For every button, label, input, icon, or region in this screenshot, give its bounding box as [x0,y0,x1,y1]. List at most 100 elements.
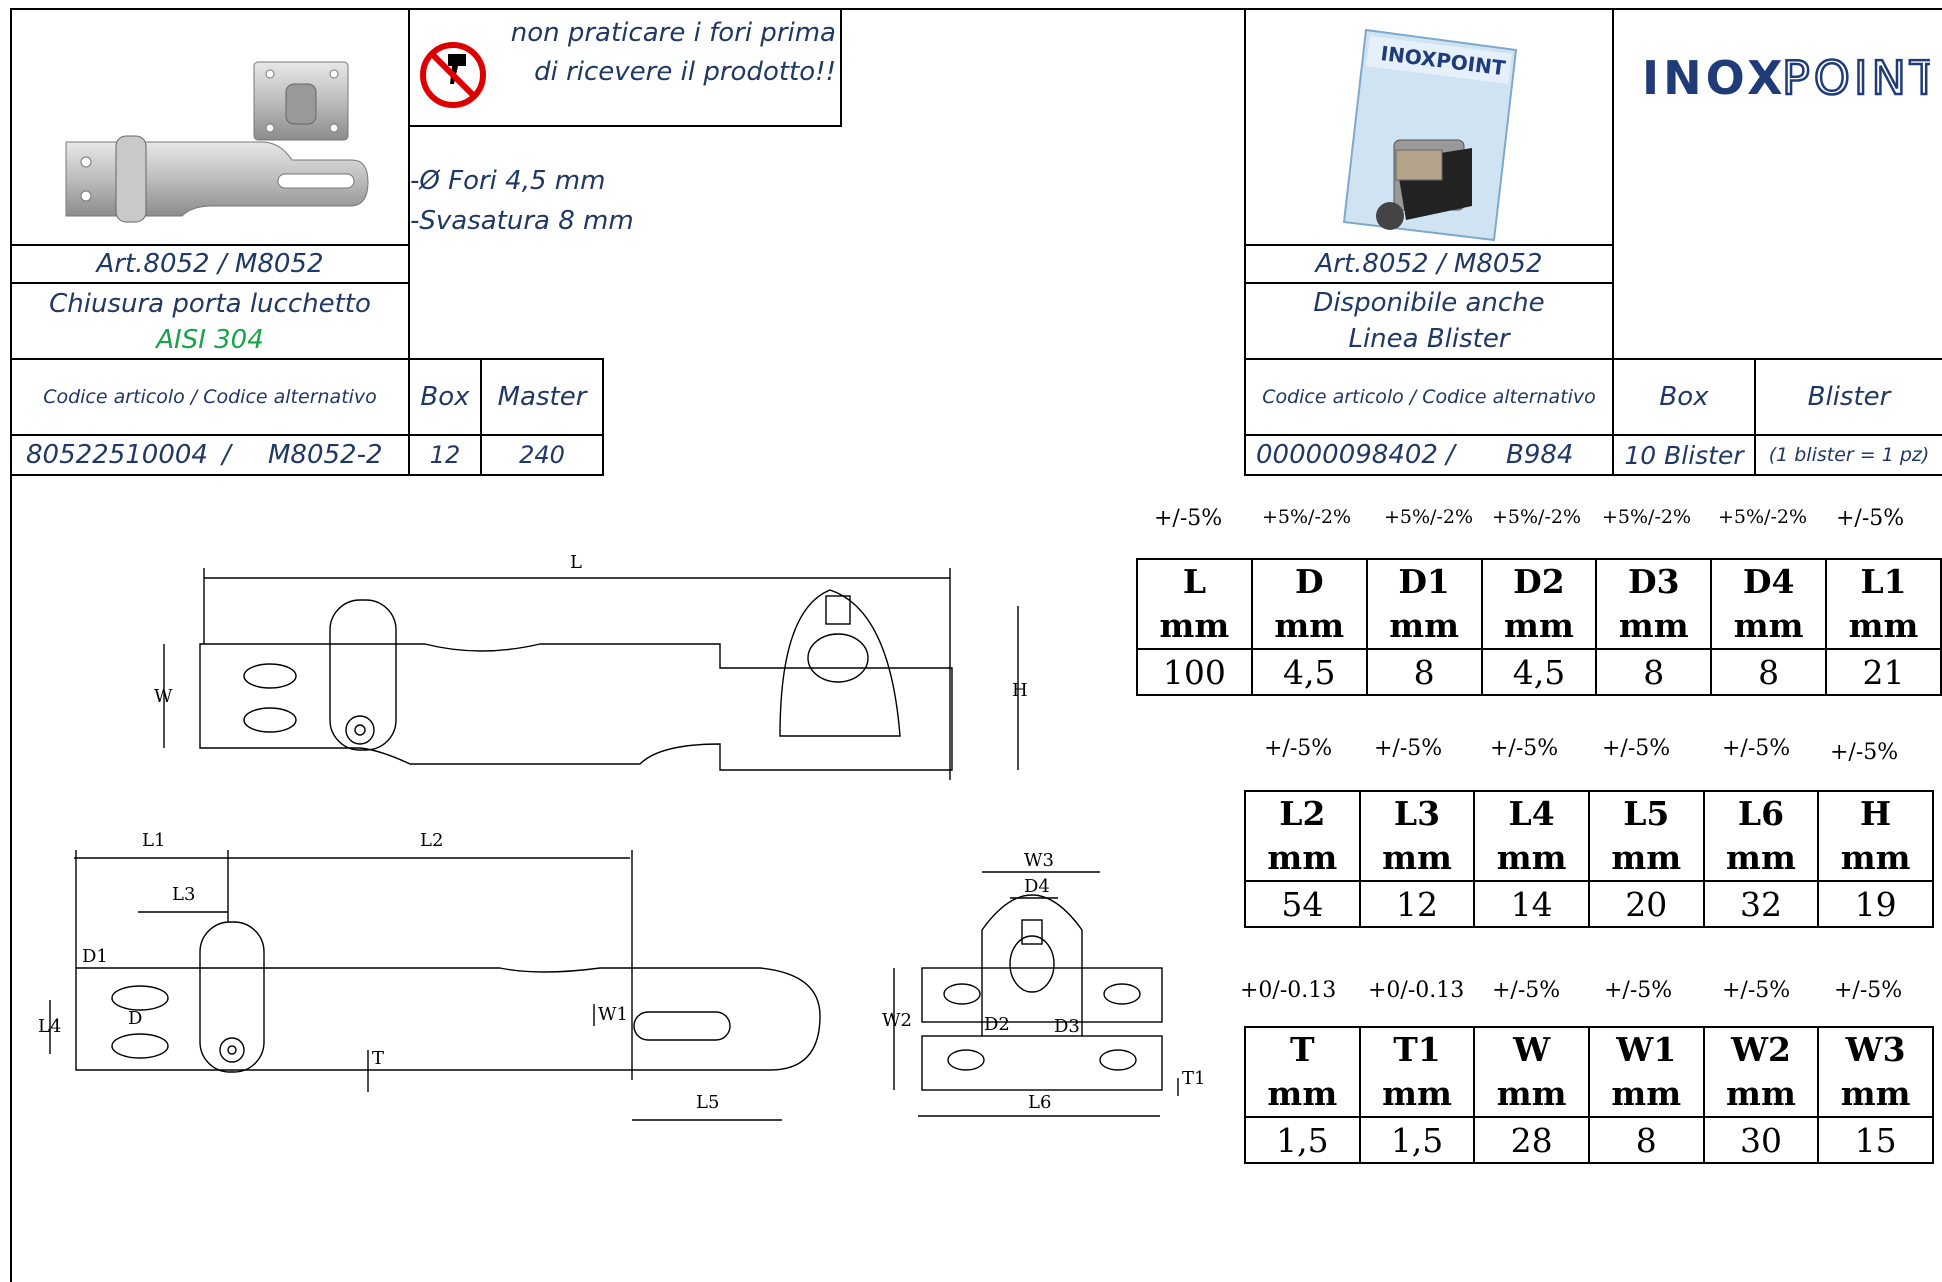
table-value-cell: 20 [1587,880,1705,928]
dim-label-W: W [154,686,173,707]
spec-countersink: -Svasatura 8 mm [410,206,634,236]
article-code-right: 00000098402 [1256,440,1438,470]
tolerance: +/-5% [1492,978,1561,1003]
article-number-right: Art.8052 / M8052 [1244,244,1614,284]
svg-text:POINT: POINT [1782,51,1930,105]
dim-label-L1: L1 [142,830,165,851]
dim-label-T1: T1 [1182,1068,1205,1089]
material-grade: AISI 304 [156,325,264,355]
tolerance: +/-5% [1830,740,1899,765]
box-header-left: Box [408,358,482,436]
tolerance: +5%/-2% [1602,506,1692,528]
dim-label-L5: L5 [696,1092,719,1113]
dim-label-D: D [128,1008,142,1029]
staple-view-drawing [893,871,1179,1117]
no-drill-icon [420,42,486,108]
table-value-cell: 28 [1473,1116,1590,1164]
tolerance: +/-5% [1154,506,1223,531]
spec-hole-diameter: -Ø Fori 4,5 mm [410,166,606,196]
blister-value: (1 blister = 1 pz) [1754,434,1942,476]
table-value-cell: 54 [1244,880,1361,928]
sheet-frame [10,8,1942,1282]
description-right: Disponibile anche Linea Blister [1244,282,1614,360]
master-value: 240 [480,434,604,476]
dim-label-L3: L3 [172,884,195,905]
table-value-cell: 8 [1365,648,1483,696]
table-value-cell: 1,5 [1244,1116,1361,1164]
table-value-cell: 8 [1595,648,1713,696]
warning-text: non praticare i fori prima di ricevere i… [510,18,836,87]
tolerance: +5%/-2% [1718,506,1808,528]
tolerance: +/-5% [1602,736,1671,761]
tolerance: +/-5% [1834,978,1903,1003]
brand-cell [1612,8,1942,360]
blister-header: Blister [1754,358,1942,436]
brand-logo: INOX POINT [1640,48,1939,108]
dim-label-D3: D3 [1054,1016,1080,1037]
tolerance: +/-5% [1490,736,1559,761]
dim-label-D4: D4 [1024,876,1050,897]
article-code-left: 80522510004 [26,440,208,470]
alt-code-left: M8052-2 [268,440,383,470]
box-value-left: 12 [408,434,482,476]
table-value-cell: 32 [1702,880,1820,928]
dim-label-L6: L6 [1028,1092,1051,1113]
tolerance: +0/-0.13 [1368,978,1465,1003]
table-value-cell: 30 [1702,1116,1820,1164]
dim-label-T: T [372,1048,384,1069]
inoxpoint-logo: INOX POINT [1642,50,1939,107]
code-row-right: 00000098402 / B984 [1244,434,1614,476]
code-separator-left: / [222,440,231,470]
side-view-drawing [49,850,821,1121]
description-cell-left: Chiusura porta lucchetto AISI 304 [10,282,410,360]
dim-label-L2: L2 [420,830,443,851]
warning-box: non praticare i fori prima di ricevere i… [408,8,842,127]
code-header-left: Codice articolo / Codice alternativo [10,358,410,436]
tolerance: +/-5% [1722,978,1791,1003]
tolerance: +5%/-2% [1492,506,1582,528]
table-value-cell: 1,5 [1358,1116,1476,1164]
description-left: Chiusura porta lucchetto [49,289,371,319]
table-value-cell: 15 [1817,1116,1934,1164]
table-value-cell: 8 [1710,648,1828,696]
blister-photo: INOXPOINT [1342,28,1518,242]
dim-label-L: L [570,552,582,573]
article-number-left: Art.8052 / M8052 [10,244,410,284]
tolerance: +/-5% [1374,736,1443,761]
code-separator-right: / [1446,440,1455,470]
dim-label-W3: W3 [1024,850,1054,871]
table-value-cell: 14 [1473,880,1590,928]
box-value-right: 10 Blister [1612,434,1756,476]
technical-drawing: L W H L1 L2 L3 L4 L5 L6 D D1 D2 D3 D4 W1… [38,552,1205,1121]
tolerance: +/-5% [1722,736,1791,761]
alt-code-right: B984 [1506,440,1574,470]
blister-photo-cell: INOXPOINT [1244,8,1614,246]
dim-label-L4: L4 [38,1016,61,1037]
code-row-left: 80522510004 / M8052-2 [10,434,410,476]
table-value-cell: 12 [1358,880,1476,928]
master-header: Master [480,358,604,436]
dim-label-H: H [1012,680,1028,701]
table-value-cell: 21 [1825,648,1942,696]
tolerance: +/-5% [1264,736,1333,761]
code-header-right: Codice articolo / Codice alternativo [1244,358,1614,436]
dim-label-W1: W1 [598,1004,628,1025]
box-header-right: Box [1612,358,1756,436]
